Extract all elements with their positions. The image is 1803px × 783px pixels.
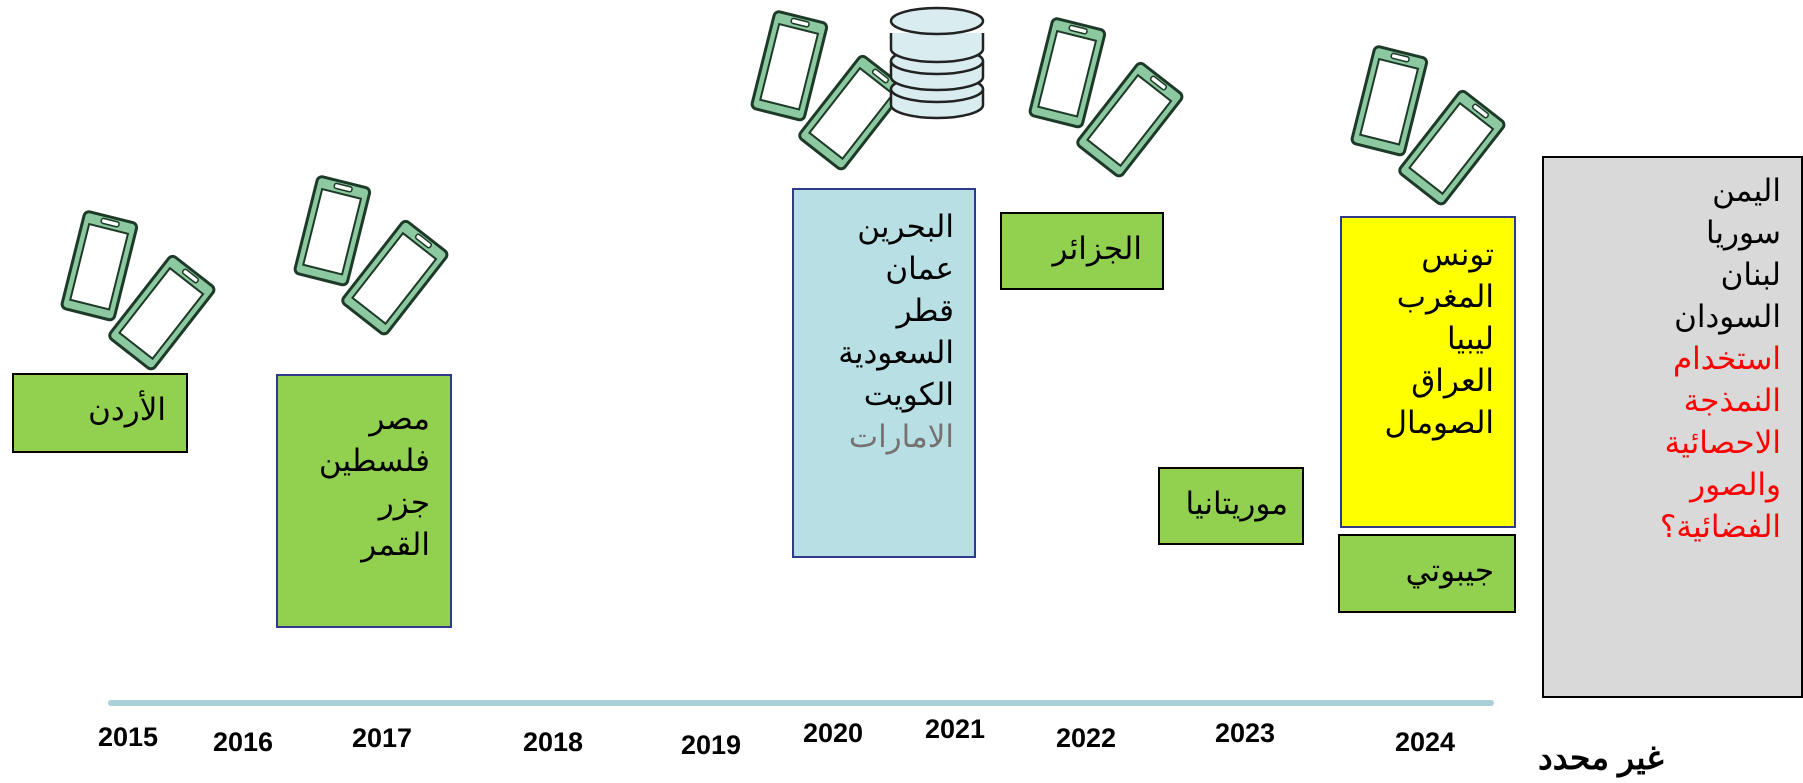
box-2024: تونس المغرب ليبيا العراق الصومال bbox=[1340, 216, 1516, 528]
country-label: فلسطين bbox=[318, 443, 430, 478]
country-label: السعودية bbox=[838, 335, 954, 370]
country-label: جيبوتي bbox=[1405, 553, 1494, 588]
country-label: سوريا bbox=[1705, 215, 1781, 250]
country-label: جزر bbox=[378, 485, 430, 520]
country-label: البحرين bbox=[857, 209, 954, 244]
question-text: والصور bbox=[1690, 467, 1781, 502]
year-label: 2018 bbox=[523, 727, 584, 757]
country-label: العراق bbox=[1411, 363, 1494, 398]
phones-icon bbox=[60, 210, 216, 371]
phones-icon bbox=[1350, 45, 1506, 206]
year-label: 2024 bbox=[1395, 727, 1456, 757]
country-label: القمر bbox=[361, 527, 430, 562]
year-label: 2020 bbox=[803, 718, 864, 748]
year-label: 2015 bbox=[98, 722, 159, 752]
year-label: 2019 bbox=[681, 730, 742, 760]
year-label: 2016 bbox=[213, 727, 274, 757]
country-label-faded: الامارات bbox=[848, 419, 954, 454]
country-label: لبنان bbox=[1720, 257, 1781, 292]
phones-icon bbox=[1028, 17, 1184, 178]
question-text: الاحصائية bbox=[1664, 425, 1781, 460]
box-2022-algeria: الجزائر bbox=[1000, 212, 1164, 290]
country-label: الجزائر bbox=[1052, 231, 1142, 266]
country-label: ليبيا bbox=[1447, 321, 1494, 356]
country-label: الأردن bbox=[88, 392, 166, 427]
box-2023-mauritania: موريتانيا bbox=[1158, 467, 1304, 545]
country-label: الصومال bbox=[1384, 405, 1494, 440]
year-label: 2023 bbox=[1215, 718, 1276, 748]
year-label: 2021 bbox=[925, 714, 986, 744]
country-label: مصر bbox=[369, 401, 430, 436]
question-text: الفضائية؟ bbox=[1659, 509, 1781, 544]
phones-icon bbox=[293, 175, 449, 336]
year-label: 2022 bbox=[1056, 723, 1117, 753]
box-undetermined: اليمن سوريا لبنان السودان استخدام النمذج… bbox=[1542, 156, 1803, 698]
timeline-line bbox=[108, 700, 1494, 706]
question-text: النمذجة bbox=[1683, 383, 1781, 418]
box-2020-gulf: البحرين عمان قطر السعودية الكويت الامارا… bbox=[792, 188, 976, 558]
country-label: عمان bbox=[885, 251, 954, 286]
country-label: موريتانيا bbox=[1185, 486, 1288, 521]
database-icon bbox=[889, 6, 985, 120]
country-label: المغرب bbox=[1396, 279, 1494, 314]
country-label: اليمن bbox=[1712, 173, 1781, 208]
year-label: 2017 bbox=[352, 723, 413, 753]
box-2015-jordan: الأردن bbox=[12, 373, 188, 453]
box-2024-djibouti: جيبوتي bbox=[1338, 534, 1516, 613]
country-label: السودان bbox=[1674, 299, 1781, 334]
country-label: تونس bbox=[1421, 237, 1494, 272]
phones-icon bbox=[750, 10, 906, 171]
box-2017: مصر فلسطين جزر القمر bbox=[276, 374, 452, 628]
question-text: استخدام bbox=[1672, 341, 1781, 376]
country-label: قطر bbox=[896, 293, 954, 328]
undetermined-label: غير محدد bbox=[1538, 739, 1664, 776]
country-label: الكويت bbox=[863, 377, 954, 412]
